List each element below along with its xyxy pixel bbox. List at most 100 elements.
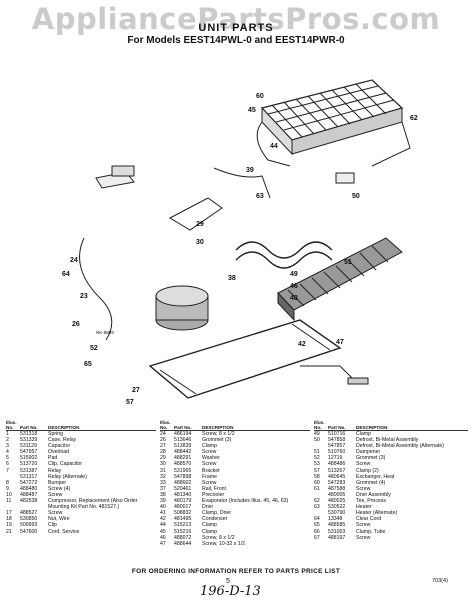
cell-part: 480005 xyxy=(328,491,346,498)
cell-part: 482538 xyxy=(20,498,38,505)
cell-part: 510760 xyxy=(328,449,346,456)
cell-part: 488442 xyxy=(174,449,192,456)
cell-desc: Grommet (3) xyxy=(202,437,232,444)
cell-part: 488570 xyxy=(174,461,192,468)
cell-desc: Bracket xyxy=(202,467,220,474)
cell-desc: Drier xyxy=(202,504,214,511)
cell-part: 531339 xyxy=(20,437,38,444)
cell-ill: 57 xyxy=(314,467,320,474)
cell-part: 488486 xyxy=(328,461,346,468)
cell-ill: 27 xyxy=(160,443,166,450)
cell-ill: 66 xyxy=(314,528,320,535)
cell-ill: 60 xyxy=(314,479,320,486)
cell-ill: 29 xyxy=(160,455,166,462)
ordering-note: FOR ORDERING INFORMATION REFER TO PARTS … xyxy=(131,568,341,575)
cell-part: 488585 xyxy=(328,522,346,529)
cell-desc: Screw xyxy=(356,534,371,541)
cell-ill: 50 xyxy=(314,437,320,444)
cell-part: 487588 xyxy=(328,485,346,492)
cell-desc: Frame xyxy=(202,473,217,480)
cell-part: 513646 xyxy=(174,437,192,444)
cell-desc: Evaporator (Includes Illus. 45, 46, 63) xyxy=(202,498,289,505)
page-title: UNIT PARTS xyxy=(198,22,274,34)
svg-text:45: 45 xyxy=(248,107,256,114)
cell-part: 520461 xyxy=(174,485,192,492)
cell-ill: 11 xyxy=(6,498,12,505)
header-illus: Illus. No. xyxy=(160,420,171,430)
cell-part: 515216 xyxy=(174,528,192,535)
cell-ill: 18 xyxy=(6,516,12,523)
header-desc: DESCRIPTION xyxy=(202,425,234,430)
svg-text:39: 39 xyxy=(246,167,254,174)
cell-desc: Rail, Front xyxy=(202,485,226,492)
cell-ill: 33 xyxy=(160,479,166,486)
cell-part: 480025 xyxy=(328,498,346,505)
cell-desc: Grommet (3) xyxy=(356,455,386,462)
cell-desc: Relay (Alternate) xyxy=(48,473,87,480)
cell-desc: Bumper xyxy=(48,479,67,486)
cell-ill: 6 xyxy=(6,461,9,468)
cell-desc: Screw xyxy=(356,485,371,492)
svg-text:38: 38 xyxy=(228,275,236,282)
exploded-parts-diagram: 60 45 44 39 63 50 62 29 30 38 24 64 23 2… xyxy=(62,79,418,406)
svg-text:62: 62 xyxy=(410,115,418,122)
svg-text:47: 47 xyxy=(336,339,344,346)
cell-part: 547898 xyxy=(174,473,192,480)
header-desc: DESCRIPTION xyxy=(356,425,388,430)
cell-ill: 26 xyxy=(160,437,166,444)
svg-text:48: 48 xyxy=(290,295,298,302)
cell-part: 488602 xyxy=(174,479,192,486)
document-code: 703(4) xyxy=(432,578,448,584)
cell-desc: Clamp xyxy=(202,522,217,529)
cell-ill: 64 xyxy=(314,516,320,523)
table-row: 44 515213 Clamp xyxy=(160,522,310,528)
table-header: Illus. No. Part No. DESCRIPTION xyxy=(160,418,310,431)
cell-ill: 49 xyxy=(314,431,320,437)
cell-desc: Clamp (2) xyxy=(356,467,379,474)
svg-text:64: 64 xyxy=(62,271,70,278)
cell-part: 515213 xyxy=(174,522,192,529)
cell-part: 480645 xyxy=(328,473,346,480)
cell-ill: 30 xyxy=(160,461,166,468)
cell-ill: 45 xyxy=(160,528,166,535)
cell-ill: 44 xyxy=(160,522,166,529)
cell-ill: 4 xyxy=(6,449,9,456)
compressor-drawing xyxy=(155,285,209,331)
cell-desc: Drier Assembly xyxy=(356,491,391,498)
figure-code: NK-8899 xyxy=(96,330,114,335)
cell-desc: Clamp xyxy=(356,431,371,437)
svg-text:26: 26 xyxy=(72,321,80,328)
page-number: 5 xyxy=(226,578,230,585)
cell-desc: Condenser xyxy=(202,516,228,523)
watermark: AppliancePartsPros.com xyxy=(31,2,441,36)
cell-part: 513839 xyxy=(174,443,192,450)
cell-part: 530790 xyxy=(328,510,346,517)
cell-part: 547272 xyxy=(20,479,38,486)
cell-part: 547600 xyxy=(20,528,38,535)
cell-part: 530850 xyxy=(20,516,38,523)
cell-part: 488072 xyxy=(174,534,192,541)
cell-ill: 63 xyxy=(314,504,320,511)
cell-ill: 5 xyxy=(6,455,9,462)
